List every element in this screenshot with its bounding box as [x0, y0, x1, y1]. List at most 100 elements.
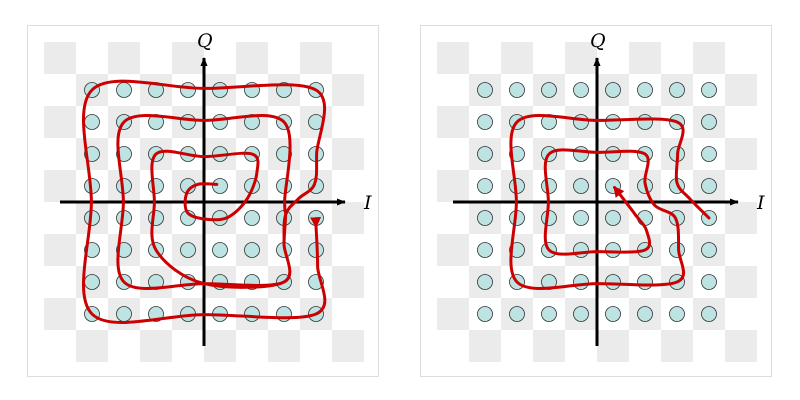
checker-square — [437, 298, 469, 330]
constellation-point — [84, 274, 100, 290]
constellation-point — [477, 274, 493, 290]
constellation-point — [573, 210, 589, 226]
checker-square — [725, 202, 757, 234]
checker-square — [44, 170, 76, 202]
checker-square — [725, 74, 757, 106]
checker-square — [140, 330, 172, 362]
constellation-point — [605, 114, 621, 130]
checker-square — [597, 330, 629, 362]
constellation-point — [180, 82, 196, 98]
constellation-point — [573, 306, 589, 322]
constellation-point — [84, 114, 100, 130]
checker-square — [533, 330, 565, 362]
checker-square — [437, 106, 469, 138]
checker-square — [725, 266, 757, 298]
constellation-point — [637, 114, 653, 130]
constellation-point — [573, 242, 589, 258]
constellation-point — [244, 242, 260, 258]
constellation-point — [573, 146, 589, 162]
constellation-point — [308, 210, 324, 226]
constellation-point — [573, 274, 589, 290]
constellation-point — [573, 114, 589, 130]
constellation-point — [509, 306, 525, 322]
checker-square — [469, 330, 501, 362]
checker-square — [332, 202, 364, 234]
constellation-point — [637, 274, 653, 290]
vertical-axis-label: Q — [590, 30, 606, 52]
constellation-point — [477, 178, 493, 194]
checker-square — [44, 298, 76, 330]
checker-square — [332, 330, 364, 362]
constellation-point — [701, 82, 717, 98]
spiral-trajectory — [509, 114, 711, 290]
constellation-point — [637, 306, 653, 322]
constellation-point — [605, 242, 621, 258]
spiral-trajectory — [81, 79, 327, 325]
constellation-point — [605, 146, 621, 162]
checker-square — [437, 170, 469, 202]
constellation-point — [541, 306, 557, 322]
horizontal-axis-label: I — [756, 192, 765, 214]
constellation-point — [477, 210, 493, 226]
constellation-point — [212, 242, 228, 258]
constellation-point — [701, 146, 717, 162]
checker-square — [693, 42, 725, 74]
checker-square — [725, 330, 757, 362]
constellation-point — [669, 242, 685, 258]
checker-square — [300, 42, 332, 74]
checker-square — [332, 74, 364, 106]
checker-square — [44, 234, 76, 266]
constellation-point — [509, 82, 525, 98]
constellation-point — [148, 210, 164, 226]
constellation-point — [605, 82, 621, 98]
constellation-point — [637, 82, 653, 98]
constellation-point — [605, 306, 621, 322]
constellation-point — [701, 178, 717, 194]
horizontal-axis-label: I — [363, 192, 372, 214]
checker-square — [268, 330, 300, 362]
vertical-axis-label: Q — [197, 30, 213, 52]
checker-square — [204, 330, 236, 362]
constellation-point — [701, 242, 717, 258]
right-constellation-panel: I Q — [420, 25, 772, 377]
checker-square — [629, 42, 661, 74]
constellation-point — [116, 82, 132, 98]
checker-square — [76, 330, 108, 362]
constellation-point — [180, 114, 196, 130]
checker-square — [44, 42, 76, 74]
constellation-point — [477, 306, 493, 322]
checker-square — [725, 138, 757, 170]
constellation-point — [669, 82, 685, 98]
constellation-point — [669, 306, 685, 322]
constellation-point — [212, 178, 228, 194]
constellation-point — [541, 82, 557, 98]
constellation-point — [477, 82, 493, 98]
constellation-point — [212, 114, 228, 130]
constellation-point — [477, 114, 493, 130]
constellation-point — [701, 274, 717, 290]
checker-square — [172, 42, 204, 74]
checker-square — [236, 42, 268, 74]
left-constellation-panel: I Q — [27, 25, 379, 377]
constellation-point — [477, 146, 493, 162]
constellation-point — [573, 178, 589, 194]
constellation-point — [148, 178, 164, 194]
constellation-point — [276, 146, 292, 162]
constellation-point — [701, 306, 717, 322]
checker-square — [332, 138, 364, 170]
constellation-point — [244, 210, 260, 226]
constellation-point — [180, 242, 196, 258]
constellation-point — [477, 242, 493, 258]
constellation-point — [212, 82, 228, 98]
checker-square — [332, 266, 364, 298]
checker-square — [437, 234, 469, 266]
checker-square — [501, 42, 533, 74]
checker-square — [661, 330, 693, 362]
constellation-point — [701, 114, 717, 130]
checker-square — [565, 42, 597, 74]
constellation-point — [116, 306, 132, 322]
checker-square — [44, 106, 76, 138]
checker-square — [437, 42, 469, 74]
checker-square — [108, 42, 140, 74]
